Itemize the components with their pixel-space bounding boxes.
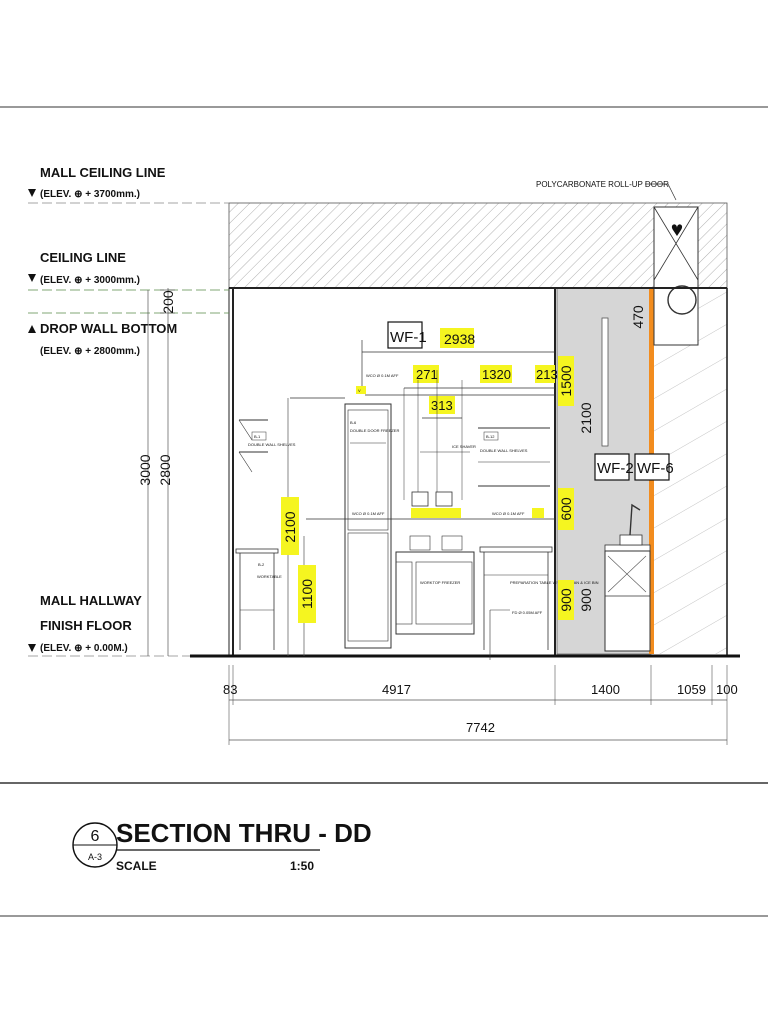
ceiling-title: CEILING LINE <box>40 250 126 265</box>
dim-900-a: 900 <box>558 588 574 612</box>
svg-text:B-6: B-6 <box>350 420 357 425</box>
svg-text:B-2: B-2 <box>258 562 265 567</box>
dim-900-b: 900 <box>578 588 594 612</box>
worktop-freezer <box>395 551 475 635</box>
dim-1100: 1100 <box>299 579 315 609</box>
prep-table-label: PREPARATION TABLE W/ FOOD PAN & ICE BIN <box>510 580 599 585</box>
dim-1400: 1400 <box>591 682 620 697</box>
tag-2938: 2938 <box>444 331 475 347</box>
dim-600: 600 <box>558 497 574 521</box>
dim-4917: 4917 <box>382 682 411 697</box>
level-marker-ceiling <box>28 274 36 282</box>
rollup-drum <box>667 285 697 315</box>
scale-value: 1:50 <box>290 859 314 873</box>
door-leader <box>645 183 677 201</box>
worktable-left-label: WORKTABLE <box>257 574 282 579</box>
shelf-right-label: DOUBLE WALL SHELVES <box>480 448 528 453</box>
dim-7742: 7742 <box>466 720 495 735</box>
sink-counter <box>604 544 651 552</box>
worktop-freezer-label: WORKTOP FREEZER <box>420 580 460 585</box>
wf6-label: WF-6 <box>637 460 674 477</box>
dim-470: 470 <box>630 305 646 329</box>
wf1-tag <box>387 321 423 349</box>
fd-note: FD Ø 0.05M AFF <box>512 610 543 615</box>
detail-number: 6 <box>91 828 100 845</box>
level-marker-floor <box>28 644 36 652</box>
prep-table <box>479 546 553 553</box>
freezer-unit <box>344 403 392 649</box>
dim-83: 83 <box>223 682 237 697</box>
tag-1320: 1320 <box>482 367 511 382</box>
level-marker-drop-wall <box>28 325 36 333</box>
wco-mid-left-note: WCO Ø 0.1M AFF <box>352 511 385 516</box>
freezer-label: DOUBLE DOOR FREEZER <box>350 428 399 433</box>
wf2-tag <box>594 453 630 481</box>
tag-213: 213 <box>536 367 558 382</box>
wf1-label: WF-1 <box>390 329 427 346</box>
dim-2800: 2800 <box>157 454 173 485</box>
floor-elev: (ELEV. ⊕ + 0.00M.) <box>40 643 128 654</box>
wco-top-note: WCO Ø 0.1M AFF <box>366 373 399 378</box>
floor-title-2: FINISH FLOOR <box>40 618 132 633</box>
detail-sheet: A-3 <box>88 852 102 862</box>
wco-mid-right-note: WCO Ø 0.1M AFF <box>492 511 525 516</box>
dim-200: 200 <box>160 290 176 314</box>
drop-wall-title: DROP WALL BOTTOM <box>40 321 177 336</box>
scale-label: SCALE <box>116 859 157 873</box>
mall-ceiling-elev: (ELEV. ⊕ + 3700mm.) <box>40 189 140 200</box>
dim-2100-right: 2100 <box>578 402 594 433</box>
wall-slot <box>601 317 609 447</box>
faucet-icon <box>629 503 641 536</box>
shelf-left-label: DOUBLE WALL SHELVES <box>248 442 296 447</box>
ice-shaver-label: ICE SHAVER <box>452 444 476 449</box>
dim-1059: 1059 <box>677 682 706 697</box>
door-heart-icon <box>671 224 683 236</box>
tag-313: 313 <box>431 398 453 413</box>
wf6-tag <box>634 453 670 481</box>
dim-1500: 1500 <box>558 365 574 396</box>
level-marker-mall-ceiling <box>28 189 36 197</box>
ceiling-elev: (ELEV. ⊕ + 3000mm.) <box>40 275 140 286</box>
drawing-title: SECTION THRU - DD <box>116 818 372 848</box>
worktable-left <box>235 548 279 554</box>
door-callout: POLYCARBONATE ROLL-UP DOOR <box>536 180 669 189</box>
tag-271: 271 <box>416 367 438 382</box>
svg-text:B-12: B-12 <box>486 434 495 439</box>
wf2-label: WF-2 <box>597 460 634 477</box>
floor-title-1: MALL HALLWAY <box>40 593 142 608</box>
ceiling-slab <box>228 202 728 289</box>
dim-2100-left: 2100 <box>282 511 298 542</box>
drop-wall-elev: (ELEV. ⊕ + 2800mm.) <box>40 346 140 357</box>
mall-ceiling-title: MALL CEILING LINE <box>40 165 166 180</box>
svg-text:V: V <box>358 388 361 393</box>
dim-100: 100 <box>716 682 738 697</box>
dim-3000: 3000 <box>137 454 153 485</box>
svg-text:B-1: B-1 <box>254 434 261 439</box>
